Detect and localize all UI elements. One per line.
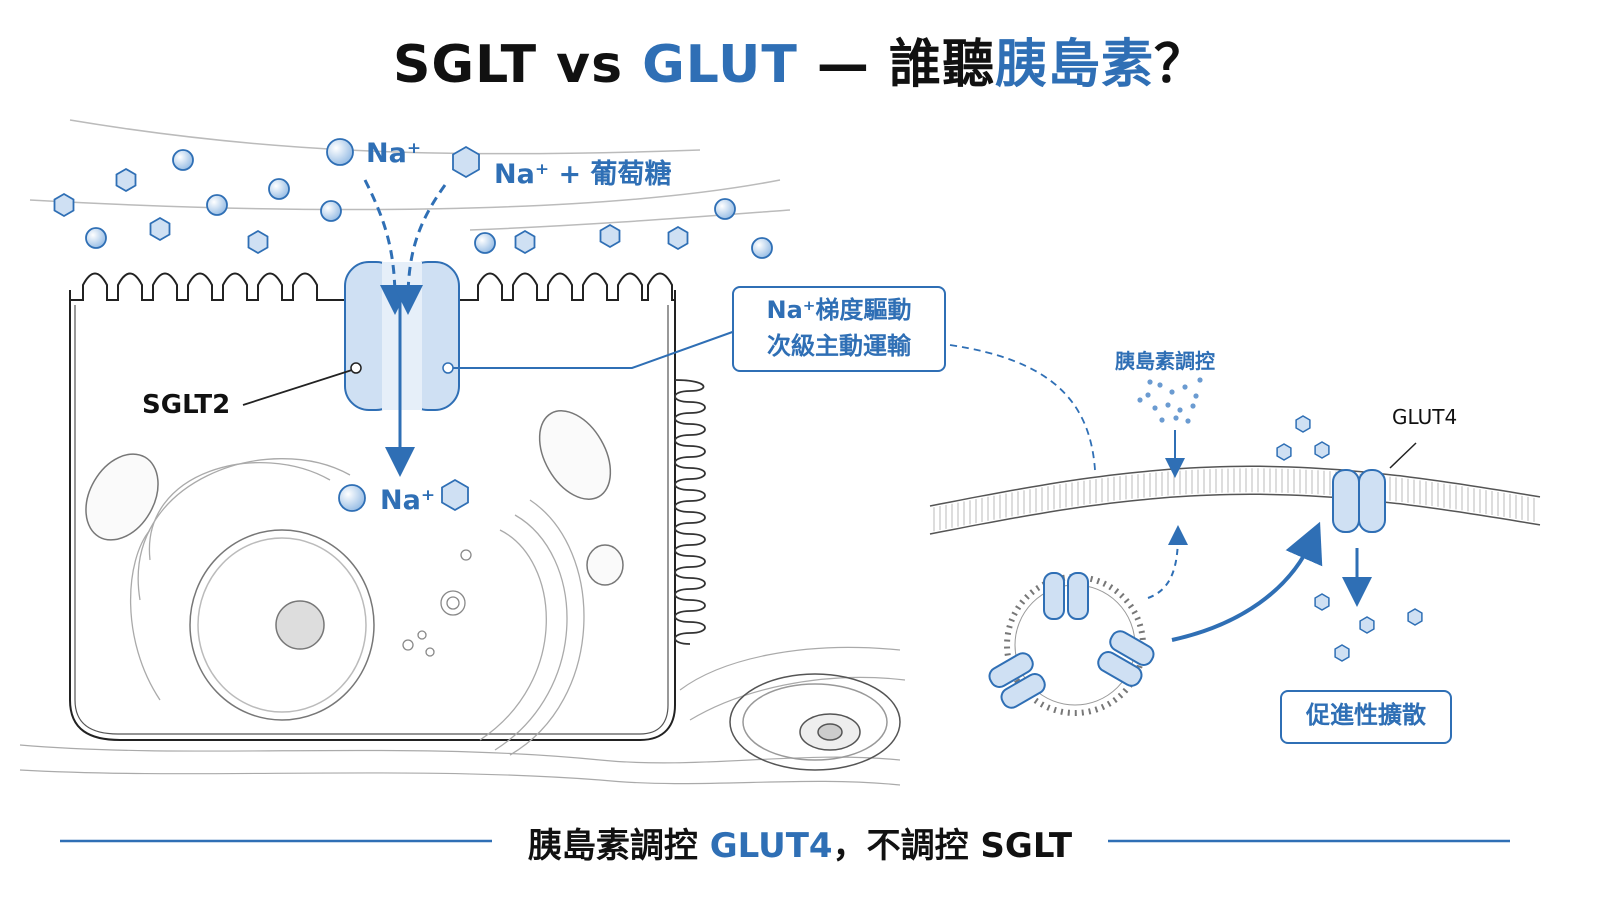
glucose-molecule [247, 229, 269, 255]
insulin-dot [1159, 417, 1165, 423]
capillary [729, 673, 901, 771]
glucose-molecule [1407, 608, 1423, 626]
epithelial-cell [69, 272, 676, 741]
label-na-glucose: Na⁺ + 葡萄糖 [494, 159, 672, 190]
glucose-molecule [452, 145, 480, 179]
sodium-ion [172, 149, 194, 171]
glucose-molecule [1314, 593, 1330, 611]
insulin-dot [1197, 377, 1203, 383]
vesicles [402, 549, 472, 657]
membrane-inner-leaflet [929, 493, 1541, 535]
cell-membrane [929, 465, 1541, 535]
sglt2-transporter [344, 261, 460, 411]
title-part4: 胰島素 [995, 35, 1155, 95]
lateral-folds [674, 379, 706, 645]
glut4-transporter [1332, 469, 1386, 533]
glucose-molecule [1359, 616, 1375, 634]
sodium-ion [268, 178, 290, 200]
label-sglt2: SGLT2 [142, 390, 231, 420]
insulin-dot [1185, 418, 1191, 424]
label-na-inside: Na⁺ [380, 485, 436, 516]
title-part3: — 誰聽 [797, 35, 996, 95]
gradient-callout: Na⁺梯度驅動 次級主動運輸 [732, 286, 946, 372]
insulin-dot [1137, 397, 1143, 403]
basement-tissue [19, 646, 906, 786]
page-title: SGLT vs GLUT — 誰聽胰島素？ [0, 22, 1600, 97]
leader-lines [242, 329, 1096, 471]
lateral-fold-path [674, 379, 706, 645]
sodium-ion [326, 138, 354, 166]
sodium-ion [474, 232, 496, 254]
glucose-molecule [441, 478, 469, 512]
glucose-molecule [115, 167, 137, 193]
gradient-line1: Na⁺梯度驅動 [766, 296, 912, 324]
glucose-molecule [1334, 644, 1350, 662]
footer-caption: 胰島素調控 GLUT4，不調控 SGLT [0, 818, 1600, 867]
membrane-outer-leaflet [929, 465, 1541, 507]
facilitated-diffusion-box: 促進性擴散 [1280, 690, 1452, 744]
insulin-dot [1173, 415, 1179, 421]
insulin-dot [1177, 407, 1183, 413]
glucose-molecule [149, 216, 171, 242]
label-na-top: Na⁺ [366, 138, 422, 169]
glut4-vesicle [988, 572, 1155, 716]
insulin-dot [1193, 393, 1199, 399]
lumen-lines [29, 119, 791, 231]
glucose-molecules-membrane [1276, 415, 1423, 662]
transport-arrows [363, 179, 447, 477]
insulin-dot [1165, 402, 1171, 408]
glucose-molecule [599, 223, 621, 249]
footer-part3: ，不調控 SGLT [832, 826, 1073, 866]
insulin-dot [1190, 403, 1196, 409]
glucose-molecule [1314, 441, 1330, 459]
particles [53, 138, 773, 512]
sodium-ion [206, 194, 228, 216]
glucose-molecule [667, 225, 689, 251]
endoplasmic-reticulum [129, 458, 585, 756]
glucose-molecule [53, 192, 75, 218]
footer-part2: GLUT4 [709, 826, 833, 866]
glucose-molecule [1276, 443, 1292, 461]
sodium-ion [320, 200, 342, 222]
sodium-ion [751, 237, 773, 259]
title-part5: ？ [1154, 35, 1208, 95]
sodium-ion [85, 227, 107, 249]
label-facilitated: 促進性擴散 [1306, 701, 1426, 729]
title-part1: SGLT vs [392, 35, 643, 95]
insulin-dot [1169, 389, 1175, 395]
insulin-dot [1182, 384, 1188, 390]
mitochondria [85, 410, 624, 586]
insulin-particles [1137, 377, 1203, 424]
glut4-leader-line [1389, 442, 1417, 469]
label-insulin-regulation: 胰島素調控 [1115, 349, 1215, 373]
sodium-ion [714, 198, 736, 220]
insulin-dot [1145, 392, 1151, 398]
insulin-dot [1152, 405, 1158, 411]
label-glut4: GLUT4 [1392, 405, 1458, 429]
sodium-ion [338, 484, 366, 512]
glucose-molecule [514, 229, 536, 255]
footer-part1: 胰島素調控 [527, 826, 710, 866]
insulin-dot [1157, 382, 1163, 388]
glucose-molecule [1295, 415, 1311, 433]
title-part2: GLUT [642, 35, 798, 95]
nucleus [189, 529, 375, 721]
membrane-arrows [1147, 430, 1372, 642]
gradient-line2: 次級主動運輸 [767, 332, 911, 360]
insulin-dot [1147, 379, 1153, 385]
